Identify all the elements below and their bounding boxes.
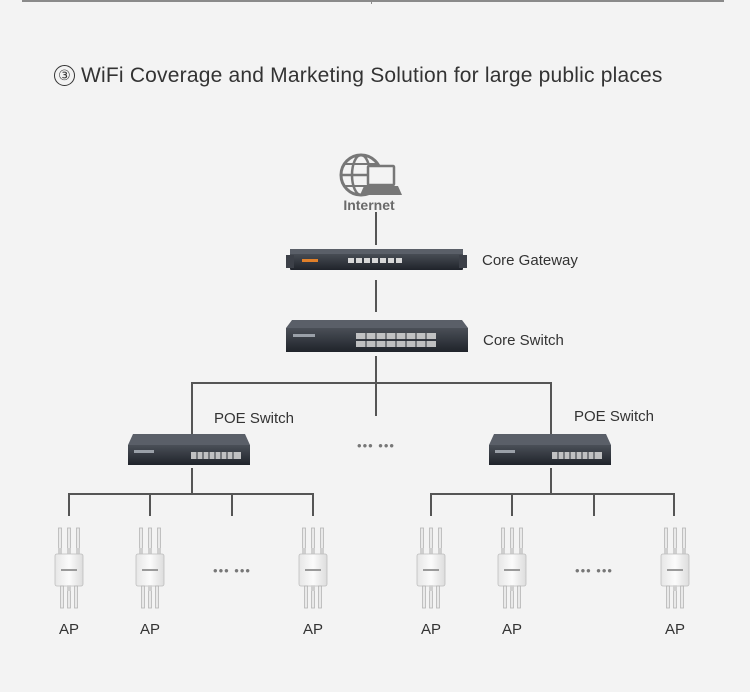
ellipsis-left: ••• ••• bbox=[213, 563, 251, 578]
page-title: ③ WiFi Coverage and Marketing Solution fo… bbox=[54, 64, 663, 88]
switch-icon bbox=[286, 320, 468, 352]
connection-lines bbox=[68, 212, 675, 516]
ap-device-icon bbox=[497, 527, 527, 609]
router-icon bbox=[286, 249, 467, 270]
poe-switch-icon bbox=[489, 434, 611, 465]
ap-label: AP bbox=[421, 621, 441, 638]
ap-device-icon bbox=[660, 527, 690, 609]
top-rule bbox=[22, 0, 724, 2]
ap-device-icon bbox=[135, 527, 165, 609]
ap-device-icon bbox=[298, 527, 328, 609]
access-points bbox=[54, 527, 690, 609]
step-number: ③ bbox=[54, 65, 75, 86]
ap-label: AP bbox=[665, 621, 685, 638]
ap-label: AP bbox=[303, 621, 323, 638]
ap-device-icon bbox=[54, 527, 84, 609]
top-tick bbox=[371, 0, 372, 4]
ellipsis-middle: ••• ••• bbox=[357, 438, 395, 453]
ap-label: AP bbox=[502, 621, 522, 638]
ap-device-icon bbox=[416, 527, 446, 609]
ellipsis-right: ••• ••• bbox=[575, 563, 613, 578]
poe-switch-label-right: POE Switch bbox=[574, 408, 654, 425]
core-switch-label: Core Switch bbox=[483, 332, 564, 349]
title-text: WiFi Coverage and Marketing Solution for… bbox=[81, 64, 663, 87]
ap-label: AP bbox=[59, 621, 79, 638]
poe-switch-icon bbox=[128, 434, 250, 465]
poe-switch-label-left: POE Switch bbox=[214, 410, 294, 427]
ap-label: AP bbox=[140, 621, 160, 638]
internet-label: Internet bbox=[343, 197, 395, 213]
core-gateway-label: Core Gateway bbox=[482, 252, 578, 269]
globe-laptop-icon bbox=[339, 153, 402, 197]
